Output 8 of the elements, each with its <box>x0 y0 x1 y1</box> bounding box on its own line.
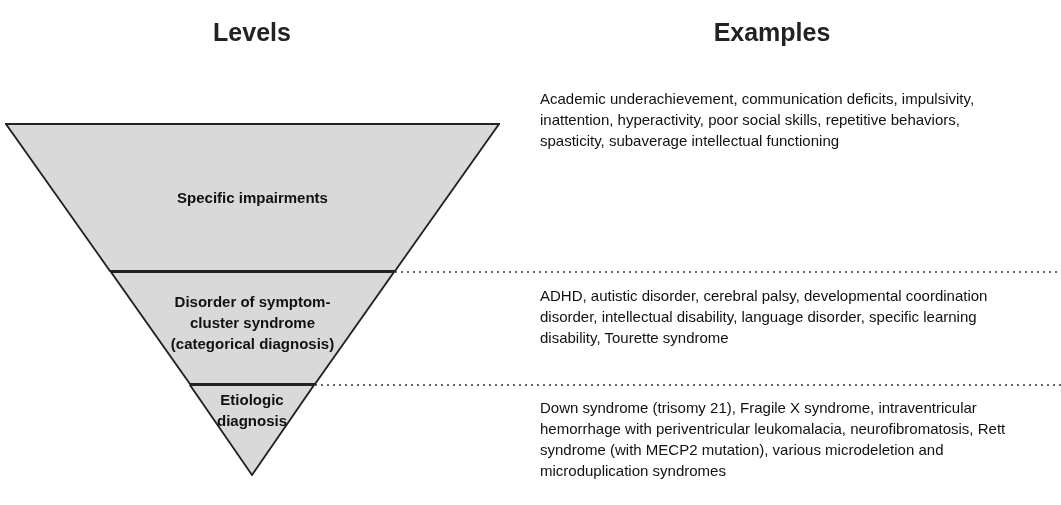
column-heading: Examples <box>712 18 832 47</box>
example-text: Down syndrome (trisomy 21), Fragile X syndrome, intraventricular hemorrhage with periventricular leukomalacia, neurofibromatosis, Rett syndrome (with MECP2 mutation), various microdeletion and microduplication syndromes <box>540 398 1007 481</box>
column-heading: Levels <box>212 18 292 47</box>
example-text: ADHD, autistic disorder, cerebral palsy, developmental coordination disorder, intellectual disability, language disorder, specific learning disability, Tourette syndrome <box>540 286 989 348</box>
level-label: Disorder of symptom-cluster syndrome (categorical diagnosis) <box>169 291 336 354</box>
level-label: Specific impairments <box>177 188 328 208</box>
level-label: Etiologic diagnosis <box>216 390 288 431</box>
example-text: Academic underachievement, communication deficits, impulsivity, inattention, hyperactivity, poor social skills, repetitive behaviors, spasticity, subaverage intellectual functioning <box>540 89 976 151</box>
